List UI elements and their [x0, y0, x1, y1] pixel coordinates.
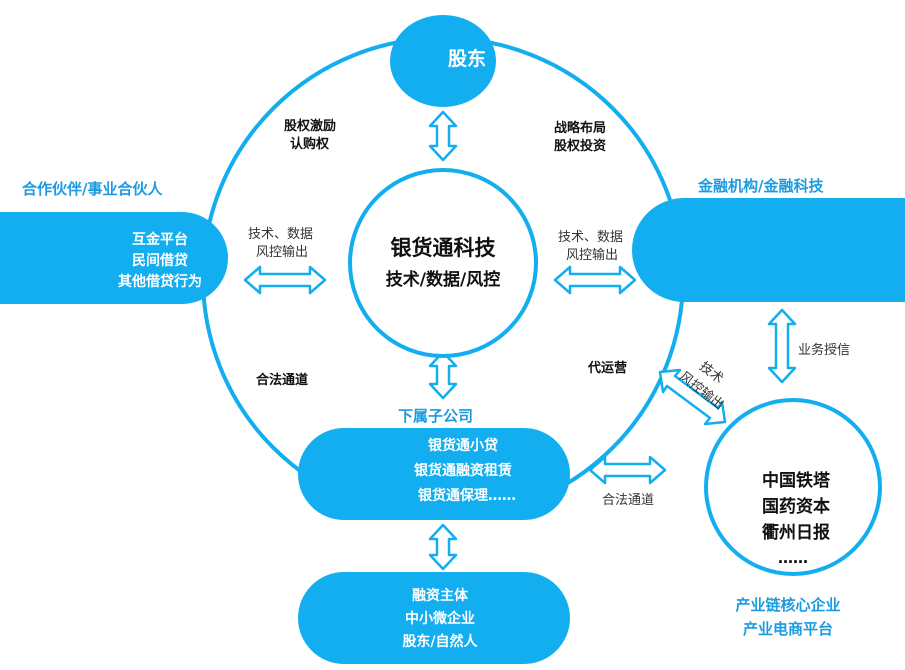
arrow-financing — [428, 523, 458, 571]
financing-node — [298, 572, 570, 664]
partner-line-2: 民间借贷 — [132, 253, 188, 269]
arrow-right — [553, 265, 637, 295]
industry-line-3: 衢州日报 — [762, 523, 830, 543]
subsidiary-line-1: 银货通小贷 — [428, 438, 498, 454]
label-strategy-1: 战略布局 — [554, 121, 607, 136]
center-title: 银货通科技 — [390, 236, 496, 260]
label-strategy-2: 股权投资 — [554, 139, 607, 154]
arrow-subsidiary-right — [588, 455, 667, 485]
label-tech-left-1: 技术、数据 — [248, 227, 314, 242]
right-heading: 金融机构/金融科技 — [698, 177, 824, 195]
shareholders-label: 股东 — [448, 48, 487, 70]
partner-line-1: 互金平台 — [132, 232, 188, 248]
label-credit: 业务授信 — [798, 343, 851, 358]
arrow-top — [428, 110, 458, 162]
partner-node — [0, 212, 228, 304]
industry-line-4: …… — [778, 549, 808, 567]
financing-line-1: 融资主体 — [412, 588, 468, 604]
label-tech-right-2: 风控输出 — [566, 248, 619, 263]
label-agency: 代运营 — [588, 361, 628, 376]
financing-line-2: 中小微企业 — [405, 611, 475, 627]
partner-line-3: 其他借贷行为 — [118, 274, 202, 290]
label-equity-incentive-2: 认购权 — [290, 137, 330, 152]
industry-caption-2: 产业电商平台 — [742, 620, 833, 638]
financing-line-3: 股东/自然人 — [402, 634, 478, 650]
industry-line-2: 国药资本 — [762, 497, 830, 517]
label-equity-incentive-1: 股权激励 — [284, 119, 337, 134]
industry-caption-1: 产业链核心企业 — [735, 596, 841, 614]
arrow-left — [243, 265, 327, 295]
center-node — [348, 168, 538, 358]
shareholders-node — [390, 15, 496, 107]
subsidiary-heading: 下属子公司 — [398, 407, 474, 425]
industry-node — [704, 398, 882, 576]
label-tech-right-1: 技术、数据 — [558, 230, 624, 245]
industry-line-1: 中国铁塔 — [762, 471, 830, 491]
label-tech-left-2: 风控输出 — [256, 245, 309, 260]
center-subtitle: 技术/数据/风控 — [385, 270, 501, 290]
subsidiary-line-2: 银货通融资租赁 — [414, 463, 512, 479]
arrow-credit — [767, 308, 797, 384]
left-heading: 合作伙伴/事业合伙人 — [22, 180, 163, 198]
arrow-bottom-center — [428, 350, 458, 400]
subsidiary-node — [298, 428, 570, 520]
financial-node — [632, 198, 905, 302]
label-legal-bottom: 合法通道 — [602, 493, 655, 508]
arrow-diagonal — [658, 368, 727, 426]
subsidiary-line-3: 银货通保理…… — [418, 488, 516, 504]
label-legal-left: 合法通道 — [256, 373, 309, 388]
